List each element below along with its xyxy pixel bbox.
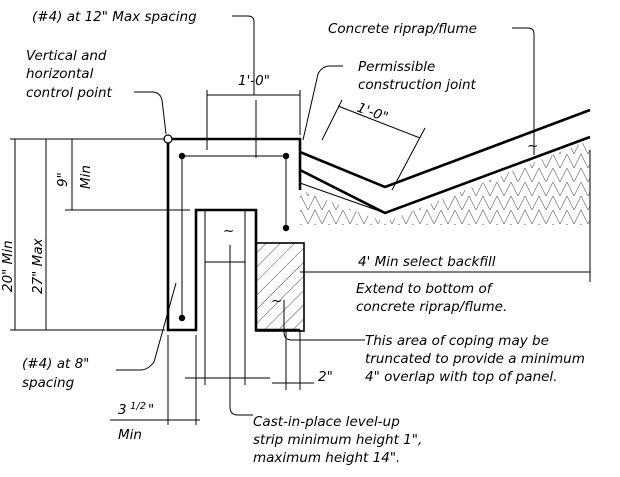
control-point-line3: control point [26,85,113,101]
joint-line1: Permissible [358,59,435,75]
section-markers: ~ ~ ~ [223,138,538,309]
dim-27-max: 27" Max [30,237,46,294]
dim-3-5-min: Min [118,427,142,443]
control-point-line1: Vertical and [26,48,107,64]
dim-top-width: 1'-0" [238,73,270,89]
truncate-line3: 4" overlap with top of panel. [365,369,557,385]
joint-line2: construction joint [358,77,477,93]
dim-slope: 1'-0" [355,100,391,126]
dim-20-min: 20" Min [0,240,16,292]
levelup-line3: maximum height 14". [253,450,400,466]
dim-3-5-unit: " [148,402,154,418]
extend-line1: Extend to bottom of [356,281,494,297]
soil-hatching [300,140,590,225]
dim-9: 9" [55,172,71,187]
svg-text:~: ~ [271,293,282,309]
svg-text:~: ~ [527,138,538,154]
riprap-slab [299,108,591,215]
backfill-label: 4' Min select backfill [358,254,496,270]
control-point-line2: horizontal [26,66,94,82]
rebar-side-line1: (#4) at 8" [22,356,89,372]
rebar-side-line2: spacing [22,375,75,391]
truncate-line2: truncated to provide a minimum [365,351,585,367]
annotations: (#4) at 12" Max spacing Concrete riprap/… [0,9,585,466]
dimension-lines [10,90,591,425]
level-up-strip [255,242,305,332]
svg-text:~: ~ [223,223,234,239]
dim-3-5-whole: 3 [118,402,127,418]
dim-3-5-frac: 1/2 [130,401,146,412]
dim-2: 2" [318,369,333,385]
levelup-line1: Cast-in-place level-up [253,414,400,430]
dim-9-min: Min [78,165,94,189]
extend-line2: concrete riprap/flume. [356,299,507,315]
rebar [178,152,290,322]
truncate-line1: This area of coping may be [365,333,549,349]
rebar-top-label: (#4) at 12" Max spacing [32,9,197,25]
control-point-marker [163,134,173,144]
riprap-label: Concrete riprap/flume [328,21,477,37]
leader-lines [116,15,535,416]
coping-outline [166,137,302,332]
levelup-line2: strip minimum height 1", [253,432,422,448]
